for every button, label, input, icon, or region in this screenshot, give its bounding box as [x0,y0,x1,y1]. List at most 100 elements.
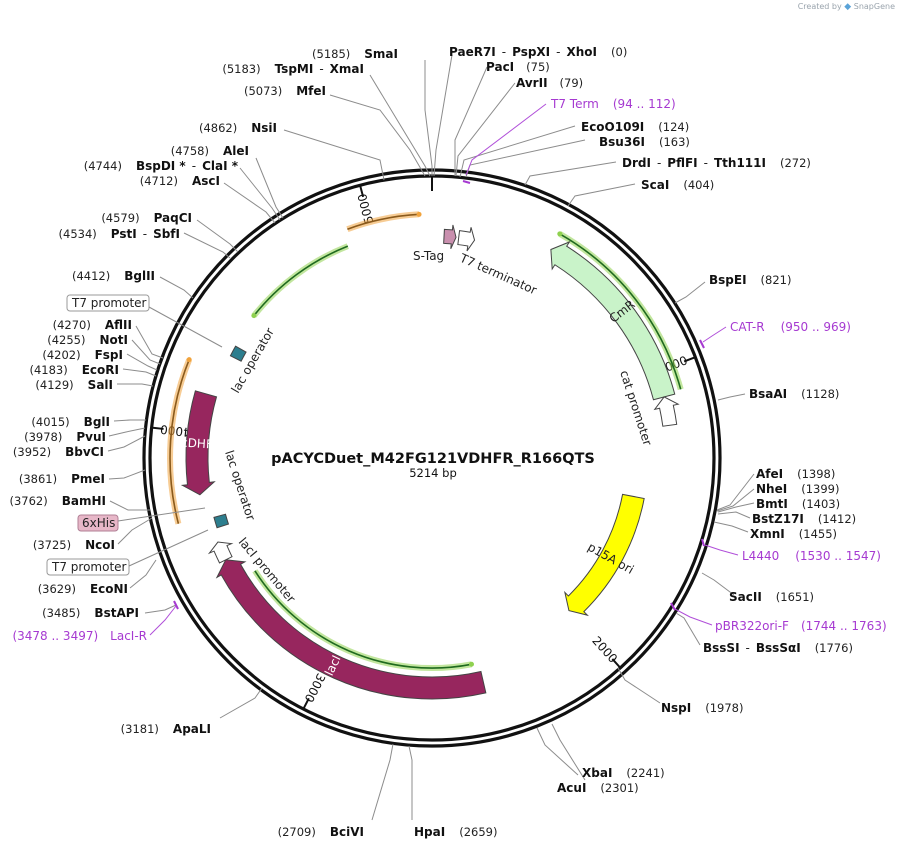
leader-tspmi [369,74,431,177]
site-nsii: NsiI [251,121,277,135]
site-bgli-row: (4015)BglI [31,415,110,429]
site-bstz17i-pos: (1412) [818,512,856,526]
site-bamhi: BamHI [62,494,106,508]
site-mfei-pos: (5073) [244,84,282,98]
site-bsu36i-pos: (163) [659,135,690,149]
site-smai: SmaI [364,47,398,61]
leader-psti [183,232,231,259]
site-nspi-pos: (1978) [705,701,743,715]
site-alei: AleI [223,144,249,158]
snapgene-watermark: Created by ◆ SnapGene [798,2,895,12]
primer-lacir-range: (3478 .. 3497) [12,629,98,643]
site-xbai-pos: (2241) [626,766,664,780]
leader-noti [131,339,161,365]
site-bsssi: BssSI [703,641,740,655]
leader-smai [424,60,433,176]
site-xmni-row: XmnI(1455) [750,527,837,541]
site-ecori-row: (4183)EcoRI [29,363,119,377]
site-pmei-row: (3861)PmeI [19,472,105,486]
site-apali-row: (3181)ApaLI [121,722,211,736]
site-paqci: PaqCI [154,211,192,225]
site-acui-row: AcuI(2301) [557,781,639,795]
site-xmai: XmaI [330,62,364,76]
site-bspdi-row: (4744)BspDI *-ClaI * [84,159,239,173]
leader-aflii [135,325,164,359]
primer-catr-range: (950 .. 969) [781,320,851,334]
site-leaders [107,54,755,821]
site-bsssai-pos: (1776) [815,641,853,655]
site-bbvci-pos: (3952) [13,445,51,459]
site-bamhi-row: (3762) BamHI [9,494,106,508]
site-pflfi: PflFI [667,156,697,170]
site-bgli: BglI [84,415,110,429]
site-tth111i-pos: (272) [780,156,811,170]
site-scai-row: ScaI(404) [641,178,714,192]
site-bglii-row: (4412)BglII [72,269,155,283]
leader-catr [702,326,727,343]
tick-label-2000: 2000 [589,634,620,666]
his-tag-label: 6xHis [82,516,115,530]
leader-bbvci [107,435,146,452]
leader-bspei [674,281,706,304]
snapgene-logo-icon: ◆ [844,2,852,12]
tick-3000 [302,697,310,710]
orf-cmr-green-end [557,231,563,237]
site-afei-pos: (1398) [797,467,835,481]
site-paqci-row: (4579)PaqCI [101,211,192,225]
site-bspdi: BspDI * [136,159,186,173]
site-econi: EcoNI [90,582,128,596]
site-fspi-pos: (4202) [42,348,80,362]
site-hpai-row: HpaI (2659) [414,825,497,839]
site-ecori: EcoRI [82,363,119,377]
site-bbvci-row: (3952)BbvCI [13,445,104,459]
feature-s-tag [443,224,457,250]
site-tspmi-row: (5183)TspMI-XmaI [222,62,364,76]
tick-label-4000: 4000 [160,422,192,439]
site-smai-pos: (5185) [312,47,350,61]
site-aflii-row: (4270)AflII [53,318,132,332]
l4440-binding [701,538,705,547]
leader-bstz17i [717,511,751,519]
leader-sacii [701,572,735,596]
leader-lacir [149,605,177,636]
leader-bsu36i [465,139,586,178]
t7-promoter-label-2: T7 promoter [51,560,127,574]
orf-top-orange-end [416,211,422,217]
t7-promoter-box-2-frame [46,558,130,576]
site-paer7i-row: PaeR7I-PspXI-XhoI(0) [449,45,627,59]
t7-promoter-box-1: T7 promoter [66,294,223,348]
leader-nsii [283,129,385,181]
leader-drdi [524,161,617,186]
lac-operator-mid-label: lac operator [222,449,258,523]
orf-laci-green [254,570,472,669]
leader-xbai [536,727,579,776]
t7-promoter-leader-2 [128,529,209,567]
site-scai: ScaI [641,178,669,192]
his-tag-box-frame [77,514,119,532]
site-acui: AcuI [557,781,586,795]
site-ecoo109i-row: EcoO109I(124) [581,120,689,134]
his-tag-leader [117,507,206,522]
site-bsssai: BssSαI [756,641,801,655]
leader-nhei [716,488,755,512]
orf-laci-green-end [468,661,474,667]
site-bamhi-pos: (3762) [9,494,47,508]
primer-l4440-range: (1530 .. 1547) [795,549,881,563]
site-hpai: HpaI [414,825,445,839]
leader-l4440 [704,544,739,556]
feature-cat-promoter [653,396,680,427]
site-hpai-pos: (2659) [459,825,497,839]
site-sacii-pos: (1651) [776,590,814,604]
his-tag-box: 6xHis [77,507,206,532]
watermark-brand: SnapGene [853,2,895,11]
site-sacii: SacII [729,590,762,604]
leader-bamhi [109,500,150,511]
orf-left-orange-end [186,357,192,363]
tick-2000 [611,658,622,669]
orf-cmr-green [559,233,682,390]
leader-paer7i [433,54,453,177]
leader-paci [454,66,488,176]
feature-ecdhfr [180,390,218,496]
